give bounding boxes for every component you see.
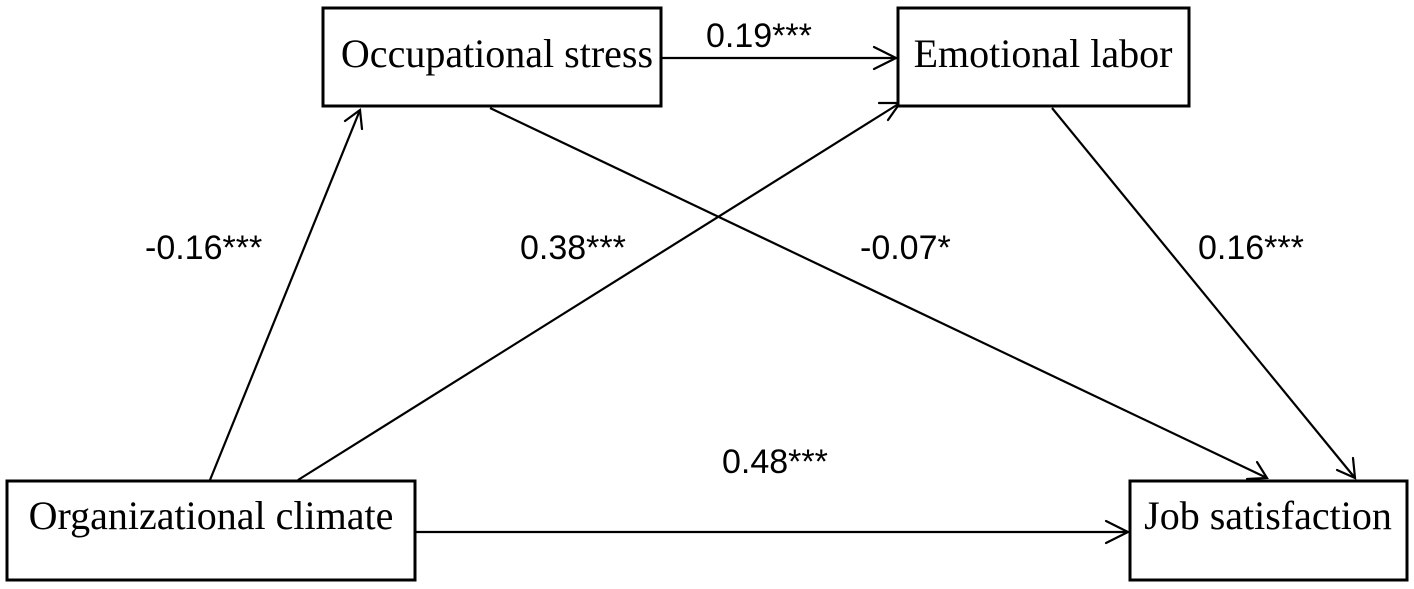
node-label: Emotional labor	[914, 31, 1173, 76]
arrowhead-icon	[1245, 460, 1269, 481]
node-label: Job satisfaction	[1144, 493, 1392, 538]
edge-stress-to-satisfaction	[489, 107, 1269, 481]
arrowhead-icon	[1335, 456, 1357, 480]
arrowhead-icon	[872, 45, 899, 71]
node-emotional-labor: Emotional labor	[896, 6, 1191, 108]
edge-climate-to-stress	[208, 107, 364, 481]
node-job-satisfaction: Job satisfaction	[1128, 479, 1409, 582]
coefficient-stress-to-labor: 0.19***	[706, 17, 812, 55]
arrowhead-icon	[1104, 519, 1131, 545]
node-label: Organizational climate	[29, 493, 394, 538]
coefficient-labor-to-satisfaction: 0.16***	[1198, 229, 1304, 267]
coefficient-climate-to-stress: -0.16***	[145, 229, 262, 267]
coefficient-climate-to-labor: 0.38***	[520, 229, 626, 267]
node-organizational-climate: Organizational climate	[5, 479, 417, 582]
node-occupational-stress: Occupational stress	[321, 6, 663, 108]
edge-labor-to-satisfaction	[1051, 107, 1357, 480]
node-label: Occupational stress	[341, 31, 653, 76]
coefficient-climate-to-satisfaction: 0.48***	[722, 443, 828, 481]
coefficient-stress-to-satisfaction: -0.07*	[860, 229, 951, 267]
edge-climate-to-satisfaction	[415, 519, 1131, 545]
arrowhead-icon	[343, 107, 364, 131]
edge-stress-to-labor	[662, 45, 899, 71]
